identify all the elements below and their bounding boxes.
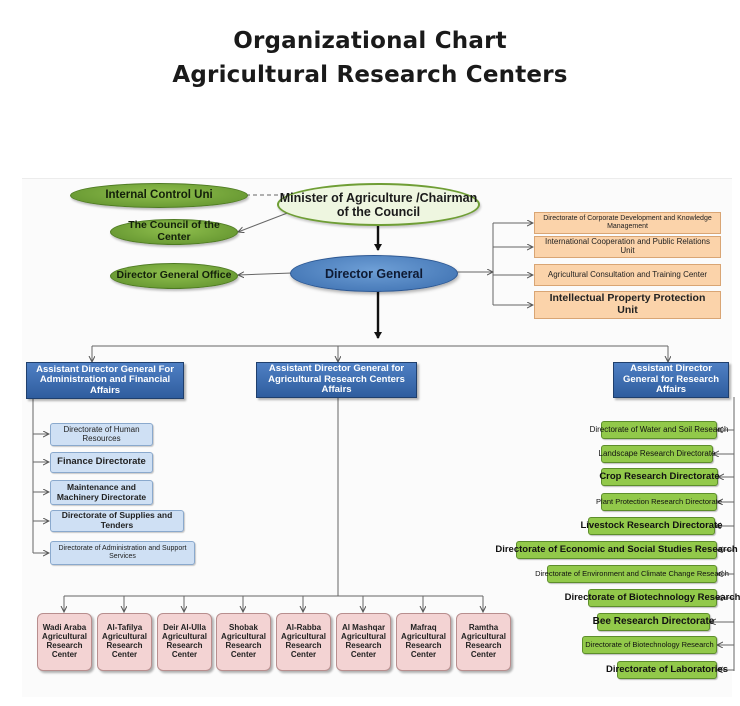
directorate-admin-support: Directorate of Administration and Suppor… bbox=[50, 541, 195, 565]
plant-protection-research-directorate: Plant Protection Research Directorate bbox=[596, 493, 722, 511]
unit-international-cooperation: International Cooperation and Public Rel… bbox=[534, 236, 721, 258]
livestock-research-directorate: Livestock Research Directorate bbox=[580, 517, 723, 535]
assistant-dg-admin-financial: Assistant Director General For Administr… bbox=[26, 362, 184, 399]
center-wadi-araba: Wadi Araba Agricultural Research Center bbox=[37, 613, 92, 671]
center-al-tafilya: Al-Tafilya Agricultural Research Center bbox=[97, 613, 152, 671]
center-al-rabba: Al-Rabba Agricultural Research Center bbox=[276, 613, 331, 671]
crop-research-directorate: Crop Research Directorate bbox=[599, 468, 720, 486]
internal-control-unit: Internal Control Uni bbox=[70, 183, 248, 208]
assistant-dg-research-centers: Assistant Director General for Agricultu… bbox=[256, 362, 417, 398]
chart-title-line2: Agricultural Research Centers bbox=[172, 62, 568, 88]
directorate-environment-climate: Directorate of Environment and Climate C… bbox=[535, 565, 729, 583]
center-al-mashqar: Al Mashqar Agricultural Research Center bbox=[336, 613, 391, 671]
minister-chairman-node: Minister of Agriculture /Chairman of the… bbox=[277, 183, 480, 226]
director-general-node: Director General bbox=[290, 255, 458, 292]
director-general-office: Director General Office bbox=[110, 263, 238, 289]
bee-research-directorate: Bee Research Directorate bbox=[593, 613, 714, 631]
assistant-dg-research-affairs: Assistant Director General for Research … bbox=[613, 362, 729, 398]
chart-title-line1: Organizational Chart bbox=[233, 28, 507, 54]
directorate-biotechnology-research-2: Directorate of Biotechnology Research bbox=[582, 636, 717, 654]
directorate-supplies-tenders: Directorate of Supplies and Tenders bbox=[50, 510, 184, 532]
center-mafraq: Mafraq Agricultural Research Center bbox=[396, 613, 451, 671]
finance-directorate: Finance Directorate bbox=[50, 452, 153, 473]
landscape-research-directorate: Landscape Research Directorate bbox=[599, 445, 715, 463]
center-shobak: Shobak Agricultural Research Center bbox=[216, 613, 271, 671]
directorate-biotechnology-research: Directorate of Biotechnology Research bbox=[565, 589, 740, 607]
maintenance-machinery-directorate: Maintenance and Machinery Directorate bbox=[50, 480, 153, 505]
council-of-the-center: The Council of the Center bbox=[110, 219, 238, 245]
directorate-economic-social-studies: Directorate of Economic and Social Studi… bbox=[495, 541, 738, 559]
center-ramtha: Ramtha Agricultural Research Center bbox=[456, 613, 511, 671]
unit-consultation-training: Agricultural Consultation and Training C… bbox=[534, 264, 721, 286]
unit-corporate-development: Directorate of Corporate Development and… bbox=[534, 212, 721, 234]
directorate-of-laboratories: Directorate of Laboratories bbox=[606, 661, 728, 679]
directorate-water-soil-research: Directorate of Water and Soil Research bbox=[590, 421, 728, 439]
center-deir-al-ulla: Deir Al-Ulla Agricultural Research Cente… bbox=[157, 613, 212, 671]
unit-intellectual-property: Intellectual Property Protection Unit bbox=[534, 291, 721, 319]
directorate-human-resources: Directorate of Human Resources bbox=[50, 423, 153, 446]
